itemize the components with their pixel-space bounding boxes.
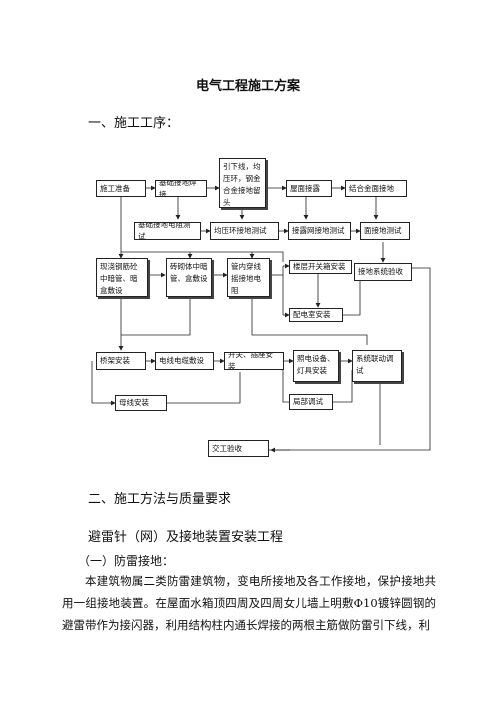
flowchart-connectors <box>91 185 431 453</box>
flow-box-masonry-conduit: 砖砌体中暗管、盒敷设 <box>166 258 212 297</box>
flow-box-foundation-resistance-test: 基础接地电阻测试 <box>134 222 201 240</box>
flow-box-foundation-ground-weld: 基础接地焊接 <box>155 180 207 197</box>
flow-box-construction-prep: 施工准备 <box>96 180 146 197</box>
flow-box-surface-ground-test: 面接地测试 <box>360 222 410 240</box>
flow-box-roof: 屋面接露 <box>286 180 332 197</box>
subsubsection-heading: （一）防雷接地： <box>78 554 175 568</box>
flow-box-partial-test: 局部调试 <box>289 394 333 410</box>
flow-box-system-commissioning: 系统联动调试 <box>352 350 402 382</box>
section-heading-2: 二、施工方法与质量要求 <box>88 492 232 507</box>
flow-box-concrete-conduit: 现浇钢筋砼中暗管、暗盒敷设 <box>96 258 148 297</box>
line-b22-b18 <box>167 372 241 404</box>
line-b10-b23 <box>269 267 431 451</box>
line-b15-b10 <box>342 272 361 316</box>
flow-box-ring-ground-test: 均压环接地测试 <box>210 222 279 240</box>
flow-box-equipment-lamp: 照电设备、灯具安装 <box>293 350 339 382</box>
line-b18-b21 <box>282 361 289 403</box>
line-b12-down <box>121 297 191 336</box>
flow-box-cable-tray: 桥架安装 <box>96 352 146 370</box>
flow-box-net-ground-test: 接露网接地测试 <box>288 222 351 240</box>
flow-box-floor-switchbox: 楼层开关箱安装 <box>289 260 352 274</box>
body-paragraph: 本建筑物属二类防雷建筑物，变电所接地及各工作接地，保护接地共用一组接地装置。在屋… <box>62 574 436 632</box>
flow-box-downlead: 引下线，均压环，钢金合金接地留头 <box>219 158 266 208</box>
flow-box-combined-ground: 结合金面接地 <box>345 180 407 197</box>
feed-line-row3 <box>121 251 284 262</box>
subsection-heading: 避雷针（网）及接地装置安装工程 <box>88 530 284 545</box>
flow-box-switch-socket: 开关、插座安装 <box>224 352 284 370</box>
flow-box-ground-system-acceptance: 接地系统验收 <box>354 263 412 281</box>
line-b16-b22 <box>91 361 115 404</box>
flow-box-cable-laying: 电线电缆敷设 <box>155 352 214 370</box>
flow-box-distribution-room: 配电室安装 <box>289 308 343 322</box>
line-b13-down <box>251 297 368 345</box>
flow-box-final-acceptance: 交工验收 <box>208 440 269 457</box>
flow-box-wiring-resistance: 管内穿线摇接地电阻 <box>227 258 270 297</box>
section-heading-1: 一、施工工序： <box>88 116 180 131</box>
document-title: 电气工程施工方案 <box>195 79 300 94</box>
flow-box-busbar: 母线安装 <box>115 395 167 411</box>
